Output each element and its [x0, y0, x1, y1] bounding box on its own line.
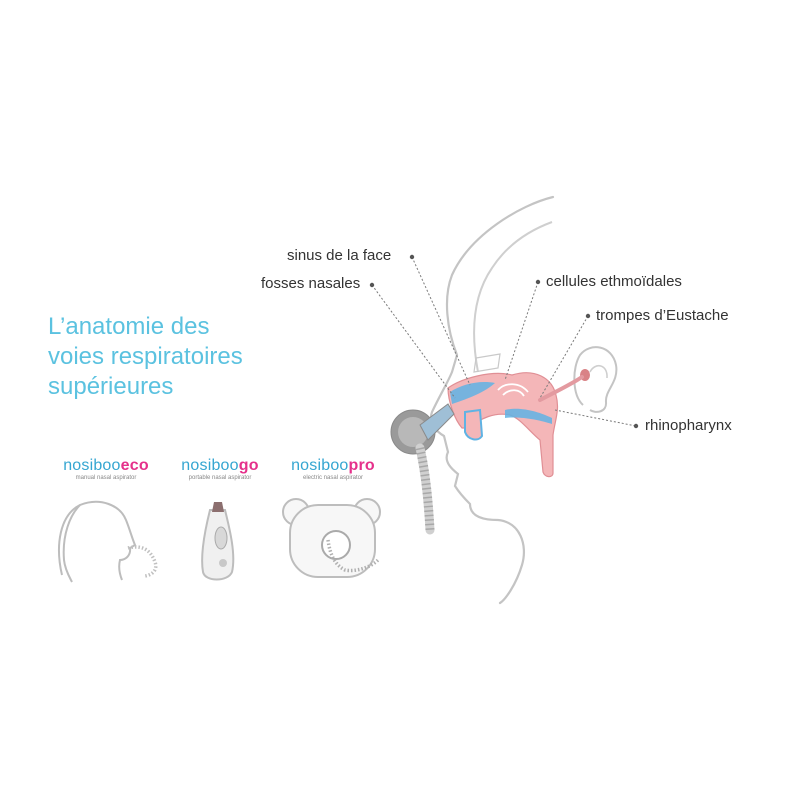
ethmoid-cells	[497, 383, 529, 397]
label-sinus: sinus de la face	[287, 247, 392, 264]
sinus-grid	[473, 353, 501, 373]
skull-inner-outline	[473, 221, 553, 373]
aspirator-tip	[419, 403, 455, 441]
label-ethmoid: cellules ethmoïdales	[546, 273, 682, 290]
leader-ethmoid	[504, 281, 539, 381]
product-pro-logo: nosiboopro	[291, 457, 375, 474]
dot-rhino	[633, 423, 639, 429]
dot-eustache	[585, 313, 591, 319]
palate-mucus	[464, 408, 484, 441]
dot-ethmoid	[535, 279, 541, 285]
product-pro-tagline: electric nasal aspirator	[302, 475, 364, 481]
leader-sinus	[411, 256, 471, 386]
leader-rhino	[554, 409, 637, 427]
label-fosses: fosses nasales	[261, 275, 361, 292]
aspirator-hose-rib	[415, 447, 435, 531]
nasal-mucus-upper	[450, 382, 495, 404]
label-eustache: trompes d’Eustache	[596, 307, 729, 324]
product-go: nosiboogo portable nasal aspirator	[160, 457, 280, 481]
product-eco-tagline: manual nasal aspirator	[75, 475, 137, 481]
head-profile-outline	[429, 195, 555, 605]
product-pro: nosiboopro electric nasal aspirator	[273, 457, 393, 481]
product-eco: nosibooeco manual nasal aspirator	[46, 457, 166, 481]
go-illustration	[201, 502, 235, 581]
ear-shape	[573, 346, 618, 413]
dot-sinus	[409, 254, 415, 260]
product-go-logo: nosiboogo	[181, 457, 259, 474]
product-eco-logo: nosibooeco	[63, 457, 149, 474]
diagram-title: L’anatomie des voies respiratoires supér…	[48, 312, 243, 402]
nasal-mucus-lower	[505, 408, 552, 424]
eustachian-tube	[538, 375, 584, 402]
title-line-2: voies respiratoires	[48, 343, 243, 370]
eco-illustration	[58, 500, 158, 583]
title-line-3: supérieures	[48, 373, 174, 400]
leader-fosses	[371, 284, 456, 399]
ear-inner	[589, 365, 608, 379]
title-line-1: L’anatomie des	[48, 313, 210, 340]
label-rhino: rhinopharynx	[645, 417, 732, 434]
dot-fosses	[369, 282, 375, 288]
product-go-tagline: portable nasal aspirator	[188, 475, 252, 481]
pro-illustration	[282, 498, 381, 578]
